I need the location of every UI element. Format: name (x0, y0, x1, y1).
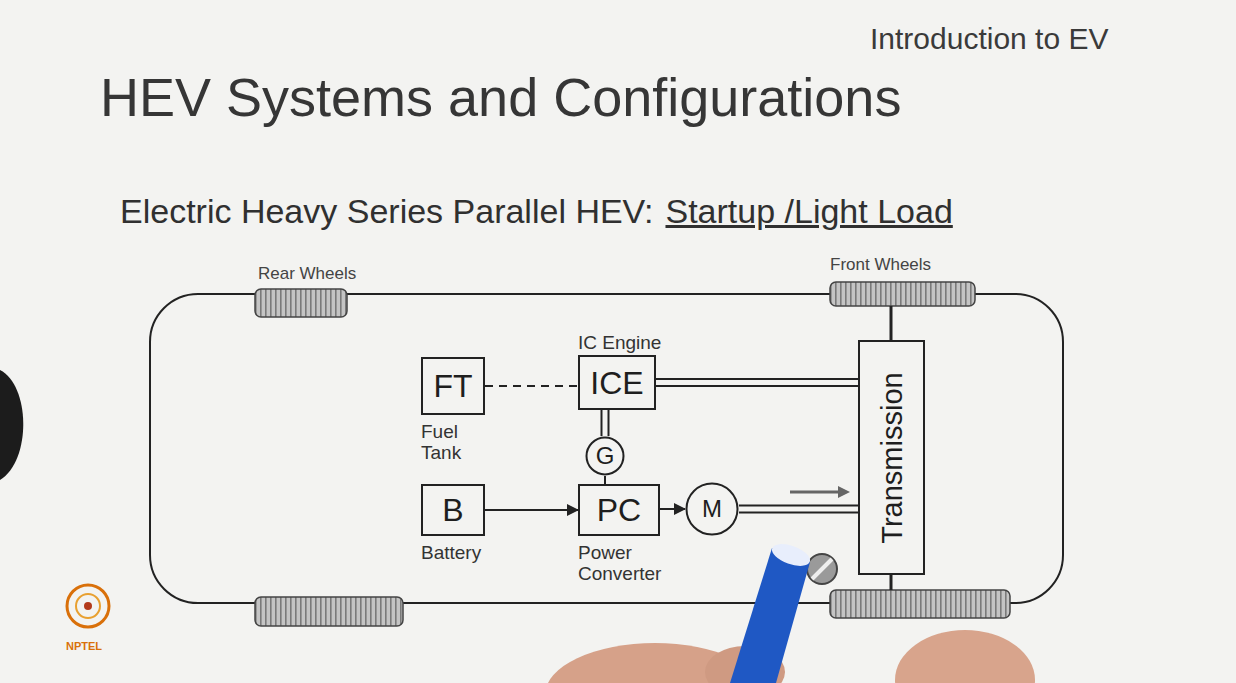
connector-line (608, 410, 610, 436)
front-wheel (830, 282, 975, 306)
node-text: ICE (590, 367, 643, 399)
transmission-box: Transmission (858, 340, 925, 575)
connector-line (485, 509, 578, 511)
off-symbol-slash (812, 559, 832, 579)
slide-label: Rear Wheels (258, 265, 356, 284)
connector-line (485, 385, 578, 387)
node-caption: IC Engine (578, 332, 661, 353)
slide-label: Introduction to EV (870, 22, 1108, 55)
circle-node: G (585, 436, 625, 476)
slide-label: Electric Heavy Series Parallel HEV: (120, 193, 653, 230)
power-flow-arrow (790, 491, 840, 494)
rear-wheel (255, 289, 347, 317)
slide-label: Startup /Light Load (665, 193, 952, 230)
component-box: BBattery (421, 484, 485, 536)
car-outline (150, 294, 1063, 603)
node-text: M (702, 497, 722, 521)
connector-line (604, 476, 606, 484)
marker-pen (730, 548, 810, 683)
slide-label: NPTEL (66, 640, 102, 652)
hand-shadow (0, 370, 23, 480)
power-flow-arrowhead (838, 486, 850, 498)
circle-shape (687, 484, 738, 535)
node-caption: Fuel Tank (421, 421, 483, 464)
node-text: FT (433, 370, 472, 402)
logo-ring (76, 594, 100, 618)
connector (485, 386, 578, 387)
connector-line (656, 378, 858, 380)
front-wheel (830, 590, 1010, 618)
logo-ring (67, 585, 109, 627)
circle-shape (587, 438, 624, 475)
connector-line (660, 508, 685, 510)
hand (895, 630, 1035, 683)
logo-dot (84, 602, 92, 610)
component-box: FTFuel Tank (421, 357, 485, 415)
connector (660, 509, 685, 510)
connector (605, 476, 606, 484)
component-box: PCPower Converter (578, 484, 660, 536)
axle (890, 575, 893, 590)
slide-title: HEV Systems and Configurations (100, 68, 901, 127)
marker-cap-end (769, 540, 813, 571)
node-text: PC (597, 494, 641, 526)
rear-wheel (255, 597, 403, 626)
node-text: G (596, 444, 615, 468)
node-text: Transmission (877, 372, 906, 543)
connector (485, 510, 578, 511)
connector (602, 410, 609, 436)
node-text: B (442, 494, 463, 526)
connector-line (601, 410, 603, 436)
axle (890, 306, 893, 340)
circle-node: M (685, 482, 739, 536)
node-caption: Battery (421, 542, 481, 563)
node-caption: Power Converter (578, 542, 688, 585)
connector-line (656, 385, 858, 387)
connector-line (739, 512, 858, 514)
off-symbol (807, 554, 837, 584)
component-box: ICEIC Engine (578, 355, 656, 410)
slide-label: Front Wheels (830, 256, 931, 275)
connector (656, 379, 858, 386)
connector-line (739, 505, 858, 507)
connector (739, 506, 858, 513)
